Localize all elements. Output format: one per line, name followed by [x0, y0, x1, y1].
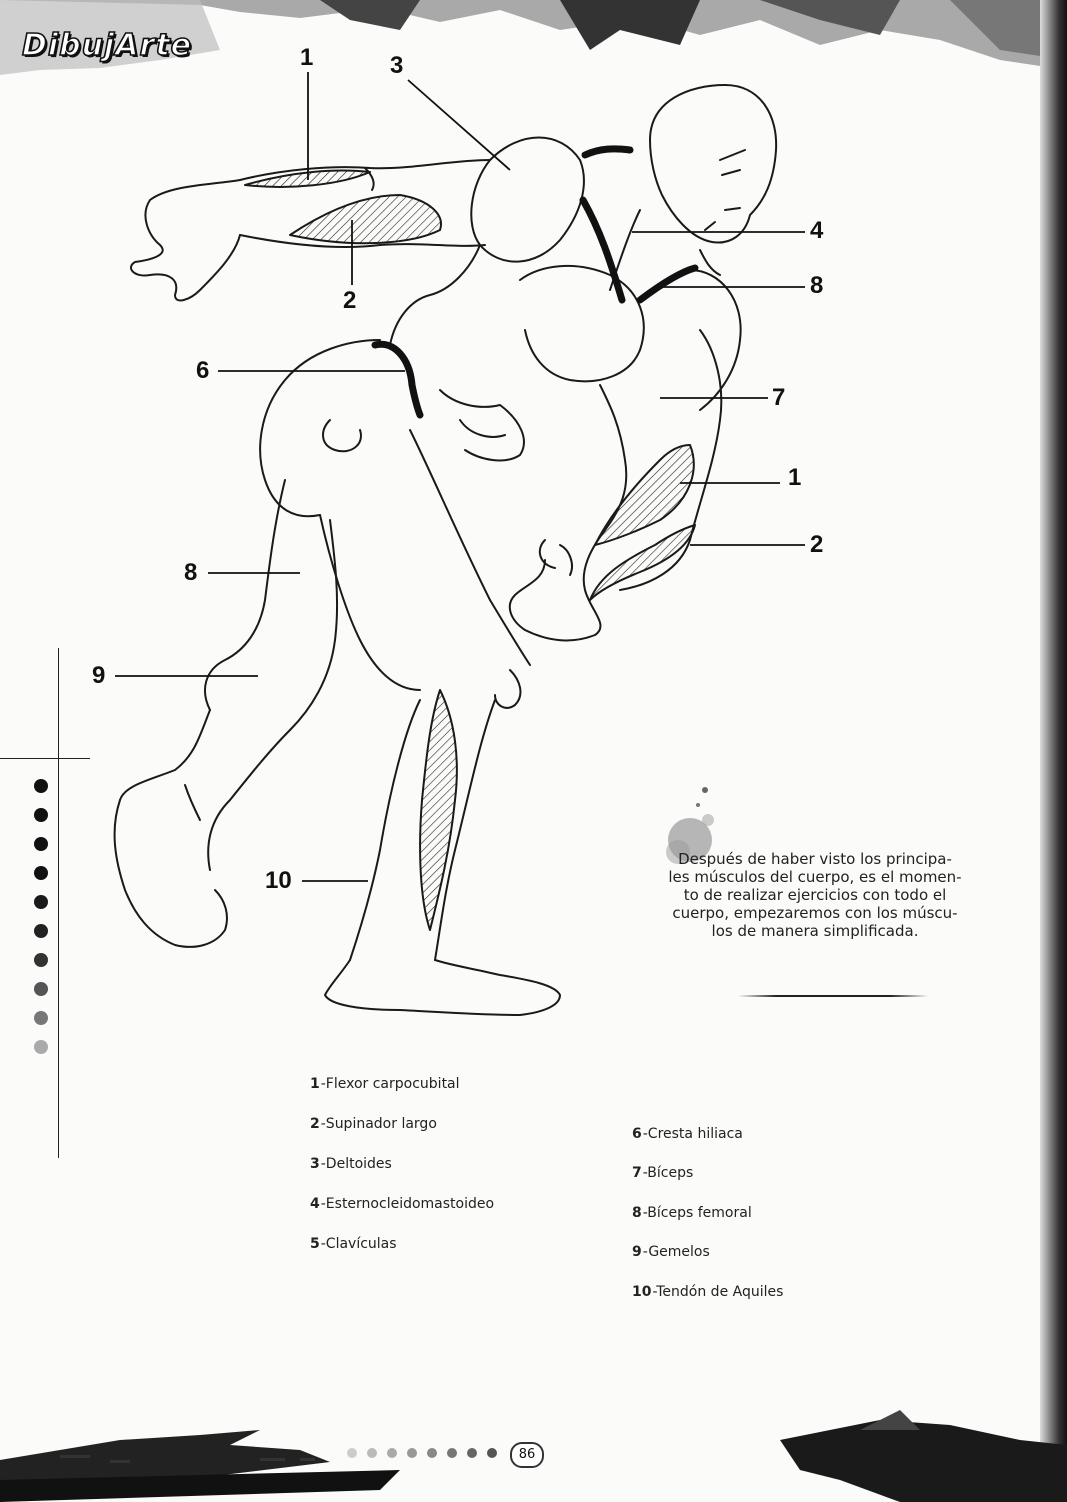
intro-line: Después de haber visto los principa-: [650, 850, 980, 868]
legend-label: -Cresta hiliaca: [643, 1126, 743, 1142]
legend-item: 3-Deltoides: [310, 1156, 392, 1172]
abdomen: [440, 390, 524, 460]
face-detail: [705, 150, 745, 230]
legend-number: 4: [310, 1196, 320, 1212]
dot: [387, 1448, 397, 1458]
legend-item: 5-Clavículas: [310, 1236, 397, 1252]
right-shoulder: [690, 270, 741, 410]
dot: [407, 1448, 417, 1458]
callout-3: 3: [390, 54, 403, 78]
legend-item: 4-Esternocleidomastoideo: [310, 1196, 494, 1212]
dot: [447, 1448, 457, 1458]
intro-line: los de manera simplificada.: [650, 922, 980, 940]
front-thigh: [320, 430, 530, 690]
left-shoulder-deltoid: [471, 138, 584, 262]
legend-label: -Tendón de Aquiles: [652, 1284, 783, 1300]
dot: [427, 1448, 437, 1458]
callout-8-top: 8: [810, 274, 823, 298]
chest: [520, 266, 644, 381]
callout-1-top: 1: [300, 46, 313, 70]
intro-line: to de realizar ejercicios con todo el: [650, 886, 980, 904]
legend-number: 10: [632, 1284, 651, 1300]
iliac-crest-bold: [375, 344, 420, 415]
legend-item: 8-Bíceps femoral: [632, 1205, 752, 1221]
callout-7: 7: [772, 386, 785, 410]
front-foot: [325, 960, 560, 1015]
sternocleido-bold: [640, 268, 695, 300]
legend-number: 7: [632, 1165, 642, 1181]
legend-label: -Esternocleidomastoideo: [321, 1196, 494, 1212]
intro-line: cuerpo, empezaremos con los múscu-: [650, 904, 980, 922]
callout-2-top: 2: [343, 289, 356, 313]
intro-line: les músculos del cuerpo, es el momen-: [650, 868, 980, 886]
dot: [367, 1448, 377, 1458]
achilles-detail: [185, 785, 200, 820]
hip: [260, 340, 380, 516]
legend-item: 6-Cresta hiliaca: [632, 1126, 743, 1142]
legend-label: -Deltoides: [321, 1156, 392, 1172]
fist: [540, 540, 572, 575]
muscle-supinator-top: [290, 195, 441, 243]
dot: [347, 1448, 357, 1458]
legend-number: 6: [632, 1126, 642, 1142]
trapezius-bold: [585, 149, 630, 155]
front-calf-hatch: [420, 690, 457, 930]
legend-label: -Bíceps femoral: [643, 1205, 752, 1221]
callout-4: 4: [810, 219, 823, 243]
head: [650, 85, 776, 243]
legend-number: 5: [310, 1236, 320, 1252]
clavicle-bold: [583, 200, 622, 300]
legend-label: -Bíceps: [643, 1165, 694, 1181]
callout-10: 10: [265, 869, 292, 893]
legend-number: 8: [632, 1205, 642, 1221]
dot: [467, 1448, 477, 1458]
muscle-flexor-arm: [595, 445, 694, 545]
torso-front: [390, 245, 480, 345]
legend-item: 9-Gemelos: [632, 1244, 710, 1260]
legend-item: 10-Tendón de Aquiles: [632, 1284, 783, 1300]
legend-number: 2: [310, 1116, 320, 1132]
legend-item: 7-Bíceps: [632, 1165, 693, 1181]
callout-1-right: 1: [788, 466, 801, 490]
callout-6: 6: [196, 359, 209, 383]
legend-label: -Gemelos: [643, 1244, 710, 1260]
dot: [487, 1448, 497, 1458]
page-number: 86: [510, 1442, 544, 1468]
bent-forearm: [510, 530, 605, 640]
legend-item: 1-Flexor carpocubital: [310, 1076, 460, 1092]
intro-paragraph: Después de haber visto los principa- les…: [650, 850, 980, 940]
intro-underline: [738, 995, 928, 997]
legend-number: 3: [310, 1156, 320, 1172]
glute-detail: [323, 420, 361, 451]
footer-dots: [347, 1448, 497, 1458]
callout-2-right: 2: [810, 533, 823, 557]
callout-8-left: 8: [184, 561, 197, 585]
legend-label: -Clavículas: [321, 1236, 397, 1252]
front-knee: [495, 670, 520, 708]
back-thigh: [205, 480, 337, 730]
legend-item: 2-Supinador largo: [310, 1116, 437, 1132]
callout-9: 9: [92, 664, 105, 688]
back-foot: [115, 800, 227, 947]
legend-label: -Supinador largo: [321, 1116, 437, 1132]
callout-line-3: [408, 80, 510, 170]
extended-hand: [131, 180, 240, 300]
neck: [610, 210, 720, 290]
legend-label: -Flexor carpocubital: [321, 1076, 460, 1092]
legend-number: 1: [310, 1076, 320, 1092]
legend-number: 9: [632, 1244, 642, 1260]
back-calf: [120, 710, 290, 870]
